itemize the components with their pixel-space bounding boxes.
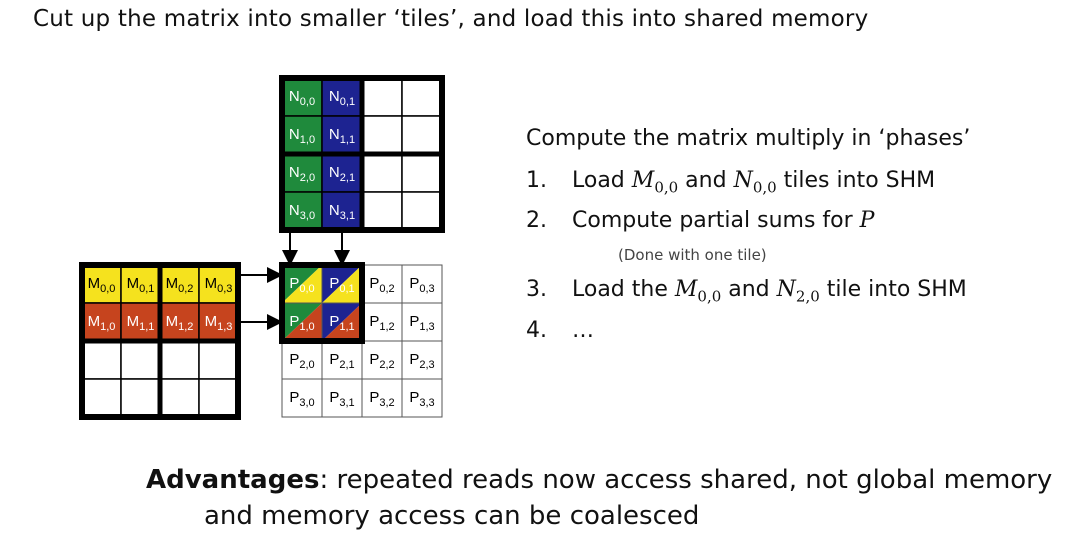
steps-heading: Compute the matrix multiply in ‘phases’ [526, 126, 971, 151]
n-cell [321, 191, 363, 231]
step-number: 4. [526, 318, 547, 343]
m-cell [198, 340, 239, 380]
p-cell-lower [282, 265, 322, 303]
p-cell-label: P0,2 [369, 275, 394, 295]
step-number: 2. [526, 208, 547, 233]
p-cell-label: P1,3 [409, 313, 434, 333]
p-cell-label: P2,1 [329, 351, 354, 371]
n-cell [401, 153, 443, 193]
p-cell-label: P0,1 [329, 275, 354, 295]
m-cell [120, 264, 161, 304]
m-cell-label: M0,1 [127, 275, 155, 295]
p-cell-label: P3,2 [369, 389, 394, 409]
p-cell-label: P1,2 [369, 313, 394, 333]
m-cell [81, 340, 122, 380]
n-cell-label: N2,1 [329, 164, 355, 184]
n-cell-label: N3,1 [329, 202, 355, 222]
m-cell [120, 340, 161, 380]
m-cell [159, 378, 200, 418]
n-cell-label: N0,0 [289, 88, 315, 108]
advantages-text: Advantages: repeated reads now access sh… [146, 465, 1053, 531]
m-cell [81, 378, 122, 418]
n-cell-label: N2,0 [289, 164, 315, 184]
m-cell-label: M1,1 [127, 313, 155, 333]
p-active-tile-border [279, 262, 365, 344]
advantages-label: Advantages [146, 465, 320, 495]
m-cell [159, 340, 200, 380]
m-cell [198, 302, 239, 342]
p-cell-label: P3,0 [289, 389, 314, 409]
step-2-note: (Done with one tile) [618, 246, 767, 264]
p-cell [401, 378, 443, 418]
n-cell-label: N1,0 [289, 126, 315, 146]
p-cell-label: P3,1 [329, 389, 354, 409]
p-cell-label: P2,0 [289, 351, 314, 371]
n-cell [401, 191, 443, 231]
p-cell-lower [322, 303, 362, 341]
m-tile-symbol: M0,0 [674, 277, 722, 306]
slide-title: Cut up the matrix into smaller ‘tiles’, … [33, 6, 869, 32]
m-cell-label: M0,3 [205, 275, 233, 295]
n-cell [401, 115, 443, 155]
p-cell-label: P0,3 [409, 275, 434, 295]
n-cell-label: N3,0 [289, 202, 315, 222]
p-cell-label: P2,3 [409, 351, 434, 371]
m-cell-label: M0,2 [166, 275, 194, 295]
p-cell-label: P0,0 [289, 275, 314, 295]
n-tile-symbol: N0,0 [733, 168, 777, 197]
n-cell [361, 153, 403, 193]
p-symbol: P [859, 208, 875, 233]
p-cell-label: P3,3 [409, 389, 434, 409]
p-cell-lower [282, 303, 322, 341]
p-cell-label: P1,1 [329, 313, 354, 333]
m-cell [198, 378, 239, 418]
n-cell [281, 77, 323, 117]
n-cell [361, 115, 403, 155]
n-cell-label: N0,1 [329, 88, 355, 108]
m-tile-symbol: M0,0 [631, 168, 679, 197]
step-number: 1. [526, 168, 547, 193]
m-cell-label: M1,2 [166, 313, 194, 333]
ellipsis: … [572, 318, 594, 343]
n-cell [361, 77, 403, 117]
n-tile-symbol: N2,0 [776, 277, 820, 306]
m-cell-label: M0,0 [88, 275, 116, 295]
p-cell-lower [322, 265, 362, 303]
n-cell-label: N1,1 [329, 126, 355, 146]
m-cell-label: M1,3 [205, 313, 233, 333]
p-cell-label: P2,2 [369, 351, 394, 371]
m-cell [120, 302, 161, 342]
m-cell [120, 378, 161, 418]
n-cell [401, 77, 443, 117]
p-cell-label: P1,0 [289, 313, 314, 333]
m-cell-label: M1,0 [88, 313, 116, 333]
n-cell [361, 191, 403, 231]
step-number: 3. [526, 277, 547, 302]
